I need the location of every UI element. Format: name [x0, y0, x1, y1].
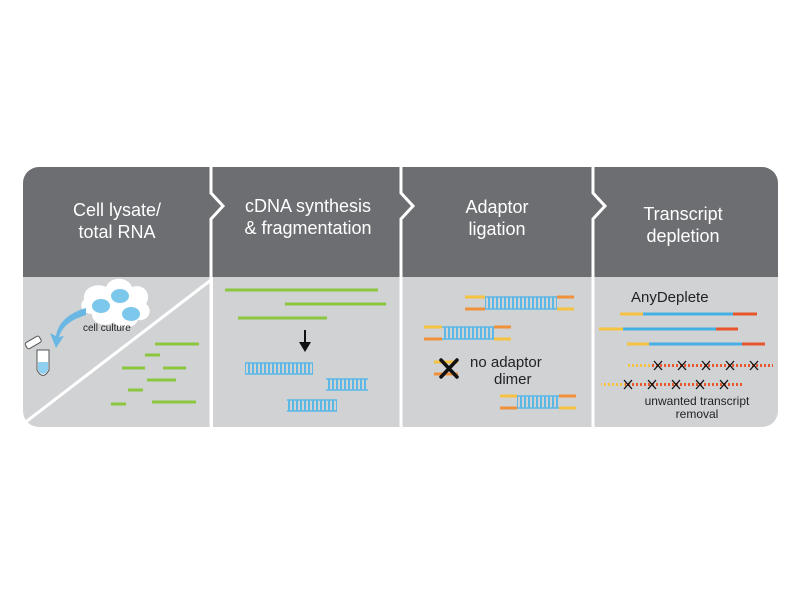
step-2-title-line2: & fragmentation [244, 218, 371, 238]
panel-4 [594, 277, 778, 427]
rna-fragments [111, 342, 199, 406]
x-mark-icon [623, 379, 729, 390]
step-4-title: Transcript [643, 204, 722, 224]
separator-2 [399, 167, 416, 427]
separator-1 [209, 167, 226, 427]
unwanted-transcript-label: unwanted transcript [645, 394, 750, 408]
ligated-fragment [500, 394, 576, 410]
ligated-fragment [465, 295, 574, 311]
step-4-title-line2: depletion [646, 226, 719, 246]
removal-label: removal [676, 407, 719, 421]
anydeplete-label: AnyDeplete [631, 289, 709, 306]
cdna-fragment [326, 378, 368, 391]
step-1-title-line2: total RNA [78, 222, 155, 242]
panel-1-divider [23, 278, 212, 426]
step-2-title: cDNA synthesis [245, 196, 371, 216]
cell-culture-label: cell culture [83, 323, 131, 334]
cell-culture-icon [81, 278, 150, 328]
no-adaptor-label: no adaptor [470, 354, 542, 371]
x-mark-icon [439, 358, 459, 379]
tube-icon [24, 335, 50, 376]
separator-3 [591, 167, 608, 427]
x-mark-icon [653, 360, 759, 371]
step-3-title: Adaptor [465, 197, 528, 217]
depleted-transcript [628, 364, 773, 367]
arrow-icon [50, 308, 86, 348]
step-3-title-line2: ligation [468, 219, 525, 239]
ligated-fragment [424, 325, 511, 341]
depleted-transcript [601, 383, 742, 386]
cdna-fragment [245, 362, 313, 375]
step-1-title: Cell lysate/ [73, 200, 161, 220]
cdna-fragment [287, 399, 337, 412]
long-rna-strands [225, 288, 386, 320]
dimer-label: dimer [494, 371, 532, 388]
arrow-icon [299, 330, 311, 352]
